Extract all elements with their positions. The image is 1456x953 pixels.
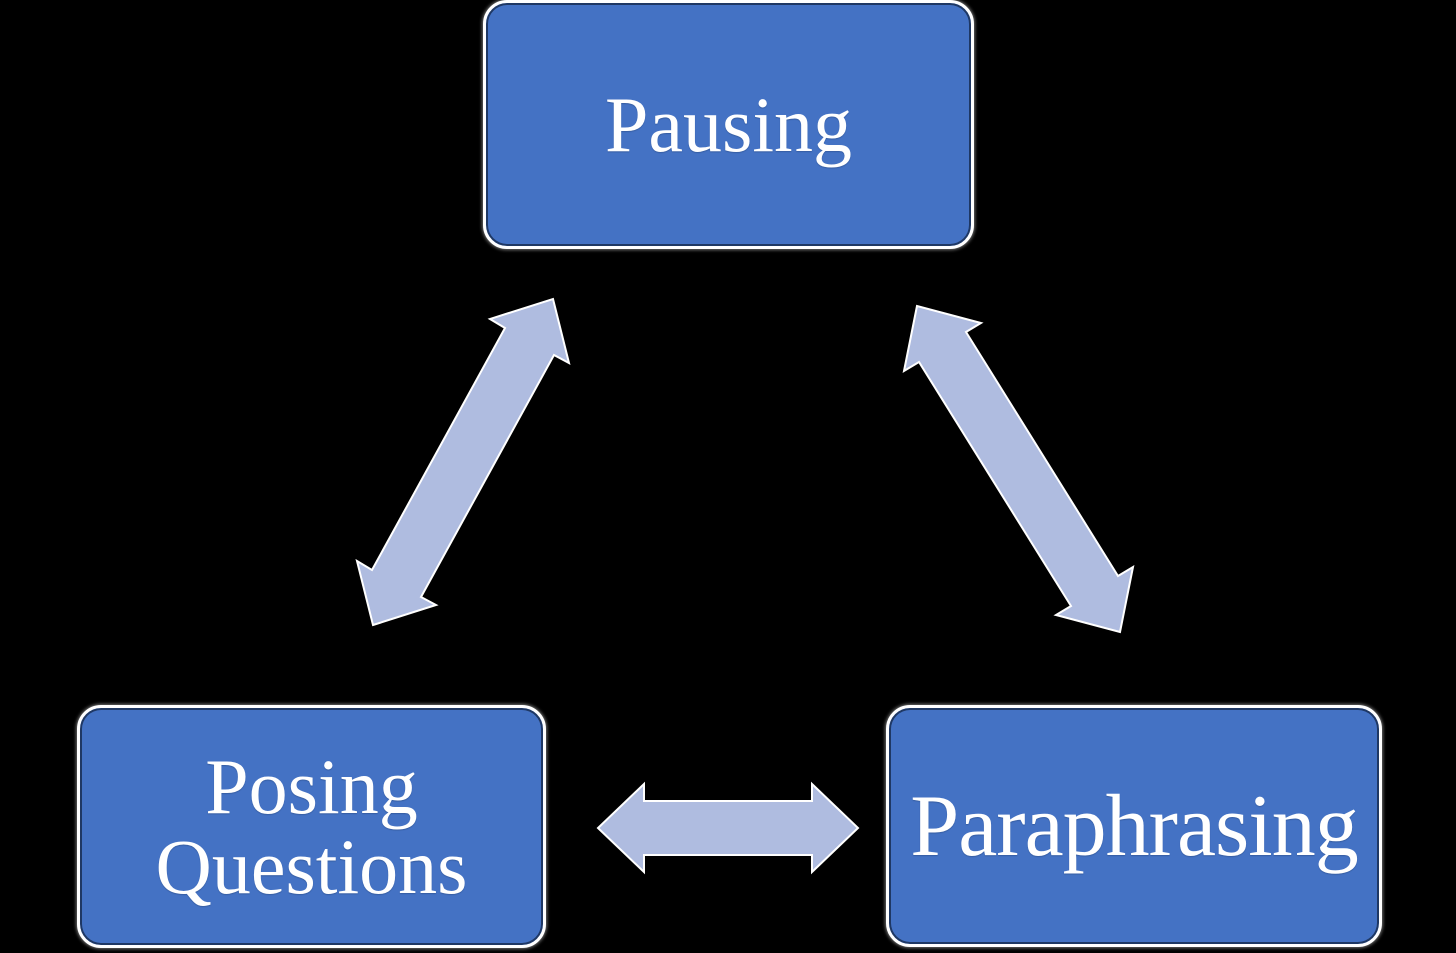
double-arrow-posing-questions-paraphrasing [596,781,860,875]
double-arrow-pausing-posing-questions [355,297,571,627]
double-arrow-pausing-paraphrasing [902,304,1135,634]
node-pausing-label: Pausing [604,80,853,168]
node-paraphrasing-label: Paraphrasing [910,777,1358,875]
node-pausing: Pausing [483,0,974,249]
node-posing-questions: Posing Questions [77,705,546,948]
node-posing-questions-label: Posing Questions [155,742,468,910]
node-paraphrasing: Paraphrasing [886,705,1382,947]
